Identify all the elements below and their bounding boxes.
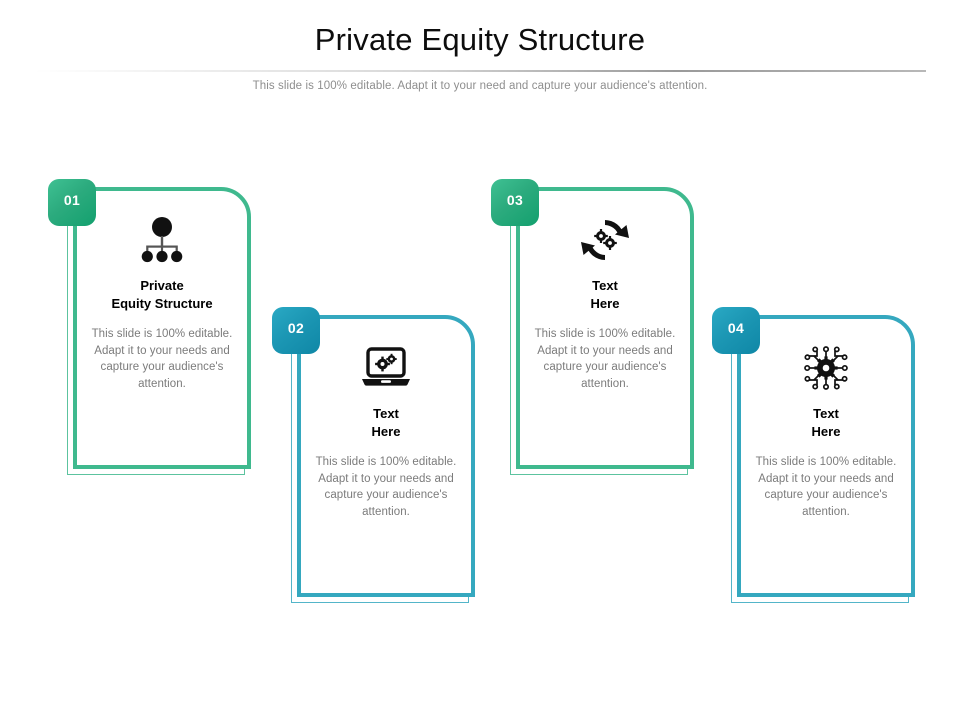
card-02[interactable]: Text Here This slide is 100% editable. A…	[272, 307, 475, 603]
card-content: Text Here This slide is 100% editable. A…	[516, 187, 694, 469]
card-content: Text Here This slide is 100% editable. A…	[737, 315, 915, 597]
gears-refresh-icon	[579, 213, 631, 267]
card-number-badge[interactable]: 01	[48, 179, 96, 226]
card-number-label: 03	[506, 192, 524, 208]
page-subtitle: This slide is 100% editable. Adapt it to…	[252, 80, 708, 92]
card-number-badge[interactable]: 03	[491, 179, 539, 226]
card-number-label: 04	[727, 320, 745, 336]
card-heading: Private Equity Structure	[111, 278, 213, 312]
gear-circuit-icon	[800, 341, 852, 395]
card-heading: Text Here	[811, 406, 841, 440]
card-content: Private Equity Structure This slide is 1…	[73, 187, 251, 469]
card-04[interactable]: Text Here This slide is 100% editable. A…	[712, 307, 915, 603]
card-number-badge[interactable]: 02	[272, 307, 320, 354]
card-heading: Text Here	[371, 406, 401, 440]
card-content: Text Here This slide is 100% editable. A…	[297, 315, 475, 597]
card-description: This slide is 100% editable. Adapt it to…	[315, 455, 457, 518]
card-number-badge[interactable]: 04	[712, 307, 760, 354]
card-number-label: 01	[63, 192, 81, 208]
card-description: This slide is 100% editable. Adapt it to…	[91, 327, 233, 390]
title-divider	[34, 70, 926, 72]
card-description: This slide is 100% editable. Adapt it to…	[755, 455, 897, 518]
card-number-label: 02	[287, 320, 305, 336]
org-chart-icon	[136, 213, 188, 267]
card-03[interactable]: Text Here This slide is 100% editable. A…	[491, 179, 694, 475]
card-outline	[516, 187, 694, 469]
page-title: Private Equity Structure	[314, 22, 646, 57]
card-heading: Text Here	[590, 278, 620, 312]
card-description: This slide is 100% editable. Adapt it to…	[534, 327, 676, 390]
laptop-gears-icon	[360, 341, 412, 395]
card-01[interactable]: Private Equity Structure This slide is 1…	[48, 179, 251, 475]
